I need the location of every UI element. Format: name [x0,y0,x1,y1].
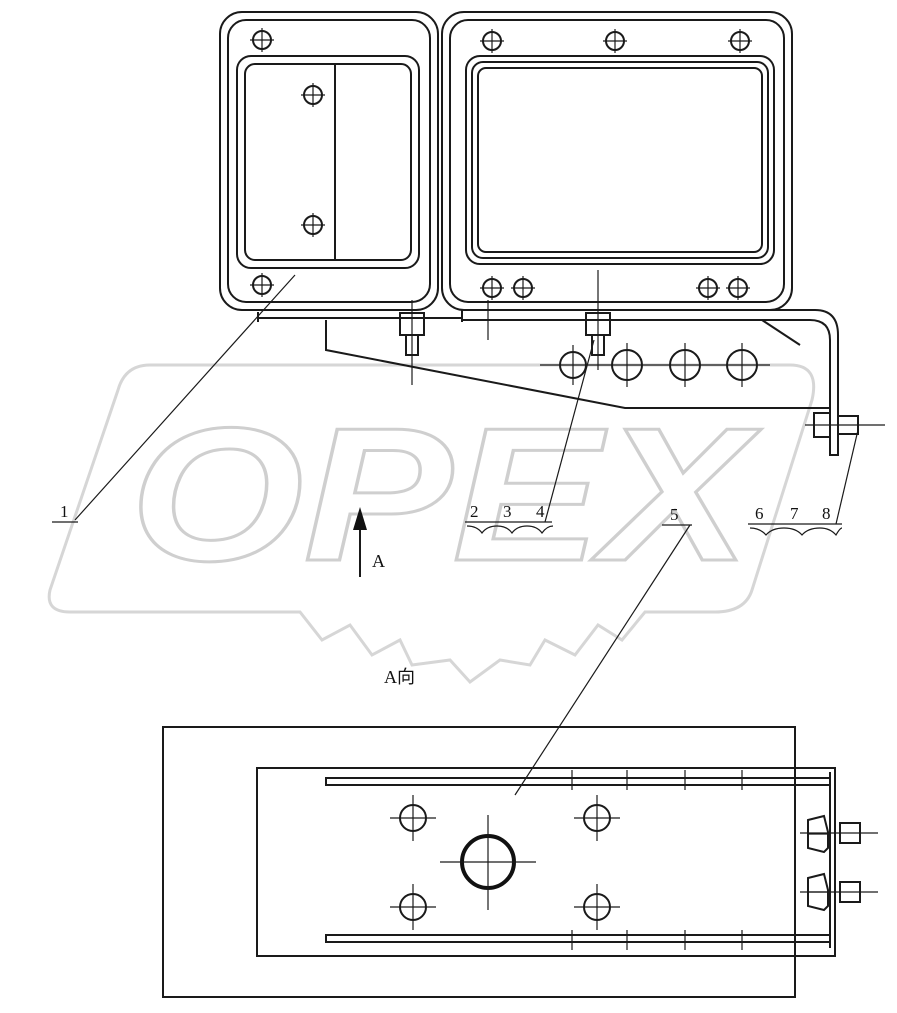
watermark-gear-outline [47,363,816,685]
screw-icon [696,276,720,300]
side-bolt-lower [800,872,878,912]
callout-5: 5 [670,505,679,524]
hole-icon [390,795,436,841]
callout-2: 2 [470,502,479,521]
view-a-plan [162,726,878,998]
side-bolt-upper [800,814,878,854]
watermark-text: OPEX [130,389,762,601]
screw-icon [301,213,325,237]
view-title: A向 [384,667,415,687]
callout-labels: 1 2 3 4 5 6 7 8 [60,502,831,524]
screw-icon [480,276,504,300]
hole-icon [574,884,620,930]
right-box [441,11,793,311]
watermark: OPEX [47,363,816,685]
hole-icon [390,884,436,930]
screw-icon [603,29,627,53]
screw-icon [301,83,325,107]
view-arrow-label: A [372,551,385,571]
center-hole-icon [440,815,536,910]
screw-icon [250,28,274,52]
left-box [219,11,439,311]
callout-4: 4 [536,502,545,521]
view-arrow: A [353,507,385,577]
screw-icon [511,276,535,300]
callout-3: 3 [503,502,512,521]
screw-icon [250,273,274,297]
callout-1: 1 [60,502,69,521]
hole-icon [574,795,620,841]
screw-icon [480,29,504,53]
callout-8: 8 [822,504,831,523]
callout-6: 6 [755,504,764,523]
screw-icon [728,29,752,53]
box-screws [250,28,752,300]
screw-icon [726,276,750,300]
leader-lines [52,274,859,796]
mounting-bracket [257,270,885,456]
callout-7: 7 [790,504,799,523]
